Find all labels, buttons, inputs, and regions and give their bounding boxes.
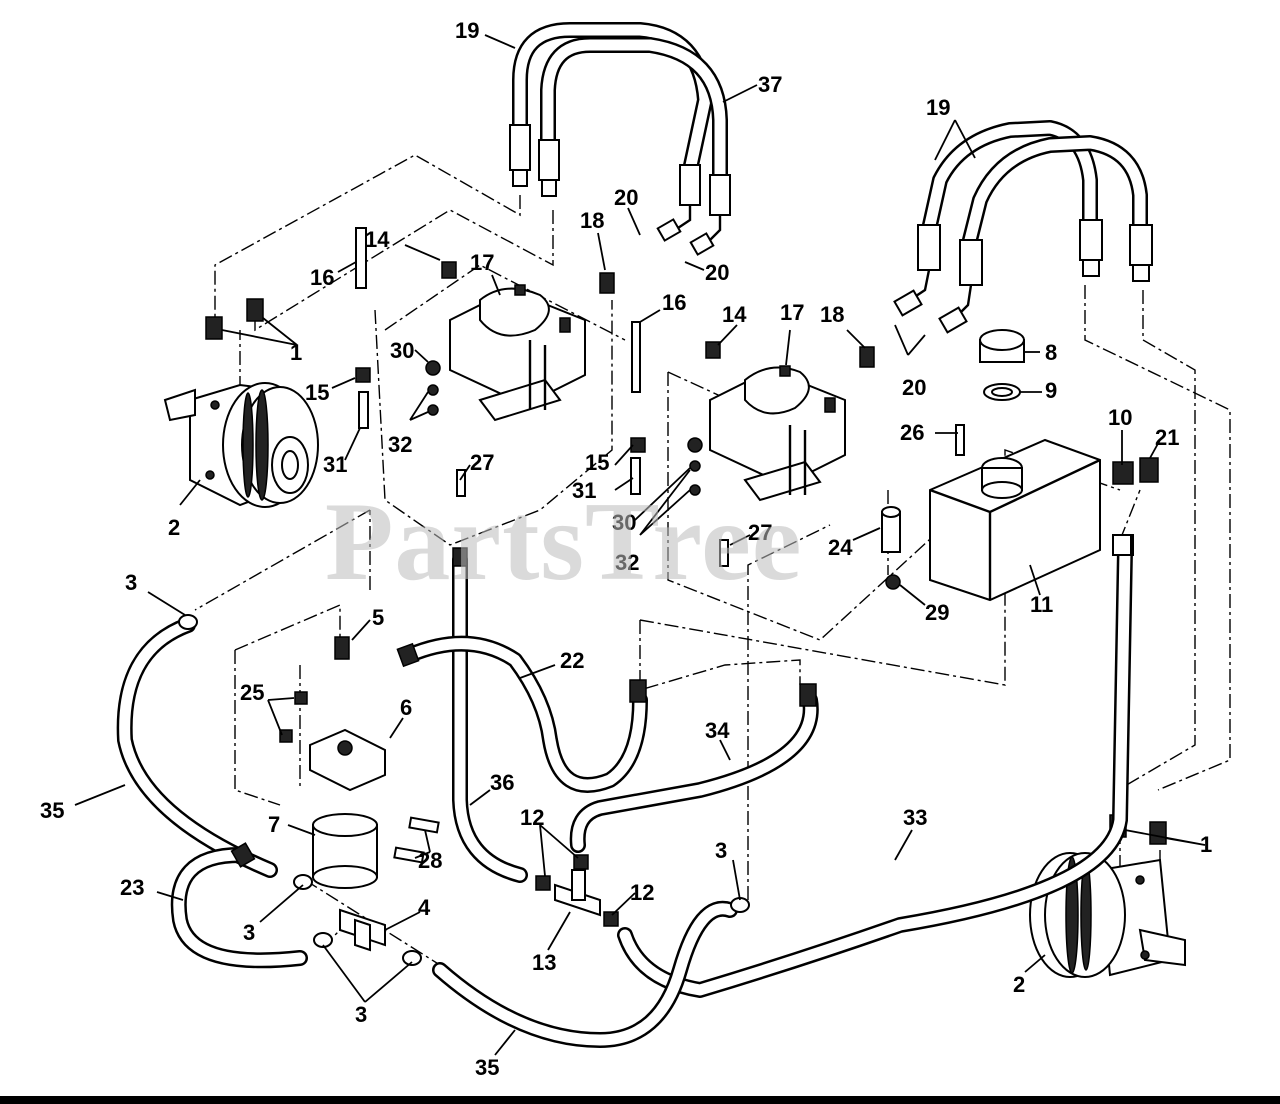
pump-17-left [449,284,586,422]
callout-19b: 19 [926,95,950,120]
callout-18a: 18 [580,208,604,233]
callout-20a: 20 [614,185,638,210]
callout-4: 4 [418,895,431,920]
callout-24: 24 [828,535,853,560]
callout-31b: 31 [572,478,596,503]
callout-26: 26 [900,420,924,445]
callout-19a: 19 [455,18,479,43]
filter-element-7 [312,813,378,889]
callout-32b: 32 [615,550,639,575]
callout-2b: 2 [1013,972,1025,997]
callout-5: 5 [372,605,384,630]
callout-12a: 12 [520,805,544,830]
callout-16a: 16 [310,265,334,290]
callout-14b: 14 [722,302,747,327]
bottom-border [0,1096,1280,1104]
filter-24-and-29 [881,506,901,590]
callout-30a: 30 [390,338,414,363]
callout-9: 9 [1045,378,1057,403]
callout-1a: 1 [290,340,302,365]
callout-35b: 35 [475,1055,499,1080]
wheel-motor-2-left [163,382,319,508]
callout-29: 29 [925,600,949,625]
callout-15b: 15 [585,450,609,475]
callout-3d: 3 [355,1002,367,1027]
lower-hoses [116,542,1133,1048]
hose-19-right [893,120,1153,334]
callout-20c: 20 [902,375,926,400]
callout-27a: 27 [470,450,494,475]
callout-6: 6 [400,695,412,720]
callout-20b: 20 [705,260,729,285]
callout-17b: 17 [780,300,804,325]
callout-27b: 27 [748,520,772,545]
callout-25: 25 [240,680,264,705]
callout-leaders [74,34,1206,1056]
callout-labels: 19 37 19 20 18 14 17 16 20 16 14 17 18 8… [40,18,1212,1080]
callout-7: 7 [268,812,280,837]
callout-23: 23 [120,875,144,900]
callout-1b: 1 [1200,832,1212,857]
callout-36: 36 [490,770,514,795]
pump-17-right [709,365,846,502]
callout-32a: 32 [388,432,412,457]
callout-13: 13 [532,950,556,975]
callout-12b: 12 [630,880,654,905]
cap-8-and-gasket-9 [979,329,1025,401]
wheel-motor-2-right [1029,852,1186,978]
callout-3c: 3 [243,920,255,945]
callout-35a: 35 [40,798,64,823]
small-hardware [355,227,965,567]
callout-3b: 3 [715,838,727,863]
callout-28: 28 [418,848,442,873]
callout-11: 11 [1030,592,1053,617]
callout-22: 22 [560,648,584,673]
callout-2a: 2 [168,515,180,540]
filter-head-6 [279,691,440,864]
callout-10: 10 [1108,405,1132,430]
tee-13 [554,869,601,917]
callout-31a: 31 [323,452,347,477]
hose-19-37-left [509,22,731,256]
callout-34: 34 [705,718,730,743]
fitting-1-left [205,298,264,340]
callout-33: 33 [903,805,927,830]
callout-17a: 17 [470,250,494,275]
callout-8: 8 [1045,340,1057,365]
reservoir-tank-11 [929,438,1101,602]
callout-30b: 30 [612,510,636,535]
callout-18b: 18 [820,302,844,327]
callout-3a: 3 [125,570,137,595]
callout-15a: 15 [305,380,329,405]
callout-37: 37 [758,72,782,97]
lower-fittings [178,534,1132,966]
callout-21: 21 [1155,425,1179,450]
tee-4 [339,908,386,952]
callout-14a: 14 [365,227,390,252]
callout-16b: 16 [662,290,686,315]
